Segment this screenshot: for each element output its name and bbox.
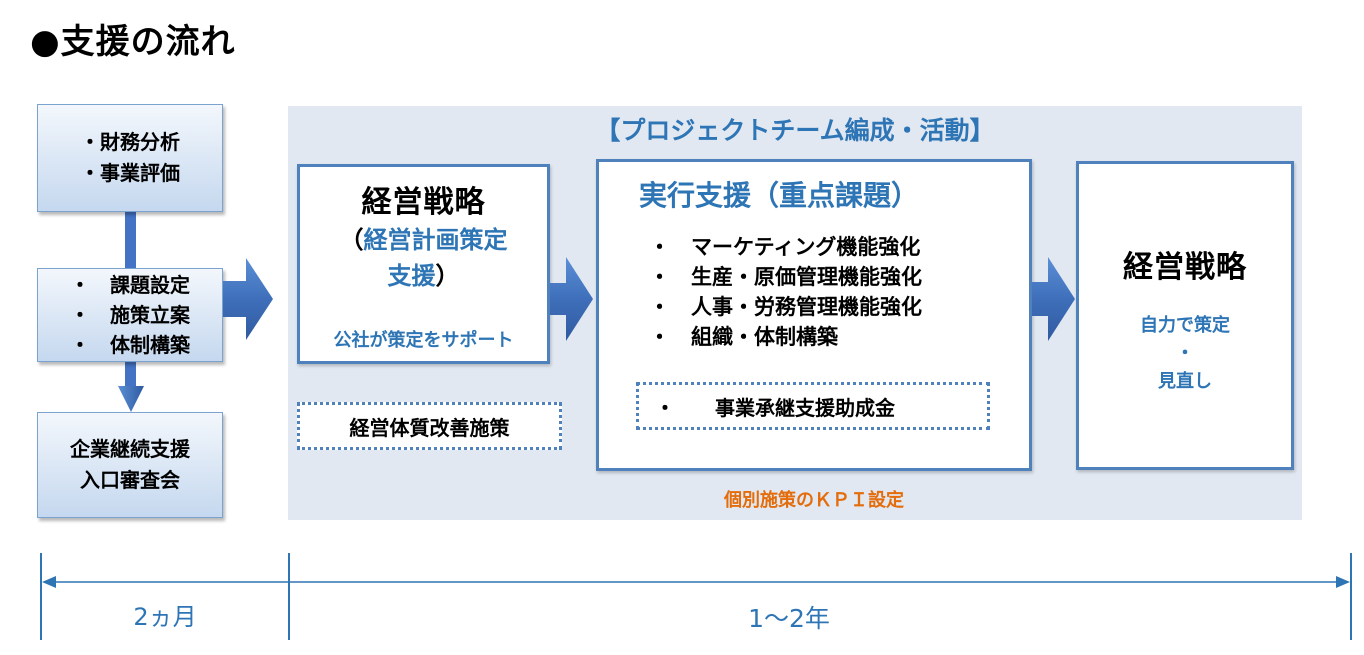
final-line: 見直し (1158, 371, 1212, 392)
paren-close: ） (435, 262, 460, 290)
planning-item: ・ 課題設定 (70, 273, 190, 297)
timeline-label-second: 1〜2年 (748, 604, 830, 633)
analysis-item: ・事業評価 (80, 161, 180, 185)
strategy-box: 経営戦略 （経営計画策定 支援） 公社が策定をサポート (297, 164, 550, 364)
planning-item: ・ 施策立案 (70, 303, 190, 327)
execution-support-box: 実行支援（重点課題） ・ マーケティング機能強化 ・ 生産・原価管理機能強化 ・… (596, 159, 1032, 471)
review-box: 企業継続支援 入口審査会 (37, 412, 223, 518)
strategy-sub-line2: 支援 (387, 262, 436, 290)
succession-grant: ・ 事業承継支援助成金 (636, 382, 990, 430)
connector-line (125, 212, 136, 268)
final-text: 自力で策定 ・ 見直し (1079, 312, 1291, 396)
final-strategy-box: 経営戦略 自力で策定 ・ 見直し (1076, 161, 1294, 470)
paren-open: （ (339, 226, 364, 254)
timeline-arrow-left-icon (42, 576, 56, 588)
right-arrow-icon (223, 258, 273, 340)
strategy-heading: 経営戦略 (361, 185, 486, 220)
analysis-box: ・財務分析 ・事業評価 (37, 104, 223, 212)
panel-title: 【プロジェクトチーム編成・活動】 (595, 116, 995, 145)
page-title: ●支援の流れ (30, 22, 236, 62)
timeline-label-first: 2ヵ月 (133, 603, 197, 631)
support-item: ・ 人事・労務管理機能強化 (649, 295, 922, 319)
down-arrow-icon (118, 386, 144, 412)
improvement-measures: 経営体質改善施策 (297, 402, 562, 450)
kpi-note: 個別施策のＫＰＩ設定 (724, 490, 904, 511)
support-item: ・ マーケティング機能強化 (649, 235, 921, 259)
strategy-sub-line1: 経営計画策定 (363, 226, 508, 254)
final-heading: 経営戦略 (1123, 250, 1247, 285)
support-list: ・ マーケティング機能強化 ・ 生産・原価管理機能強化 ・ 人事・労務管理機能強… (649, 232, 922, 352)
connector-line (125, 362, 136, 387)
support-heading: 実行支援（重点課題） (639, 179, 920, 212)
final-line: ・ (1176, 343, 1194, 364)
right-arrow-icon (1032, 257, 1075, 341)
review-line: 企業継続支援 (70, 437, 190, 461)
planning-box: ・ 課題設定 ・ 施策立案 ・ 体制構築 (37, 268, 223, 362)
support-item: ・ 組織・体制構築 (649, 325, 838, 349)
timeline-arrow-right-icon (1336, 576, 1350, 588)
strategy-subtitle: （経営計画策定 支援） (300, 222, 547, 294)
support-item: ・ 生産・原価管理機能強化 (649, 265, 922, 289)
strategy-note: 公社が策定をサポート (333, 330, 514, 351)
right-arrow-icon (550, 257, 593, 341)
review-line: 入口審査会 (80, 468, 180, 492)
planning-item: ・ 体制構築 (70, 333, 190, 357)
final-line: 自力で策定 (1140, 315, 1230, 336)
analysis-item: ・財務分析 (80, 130, 180, 154)
